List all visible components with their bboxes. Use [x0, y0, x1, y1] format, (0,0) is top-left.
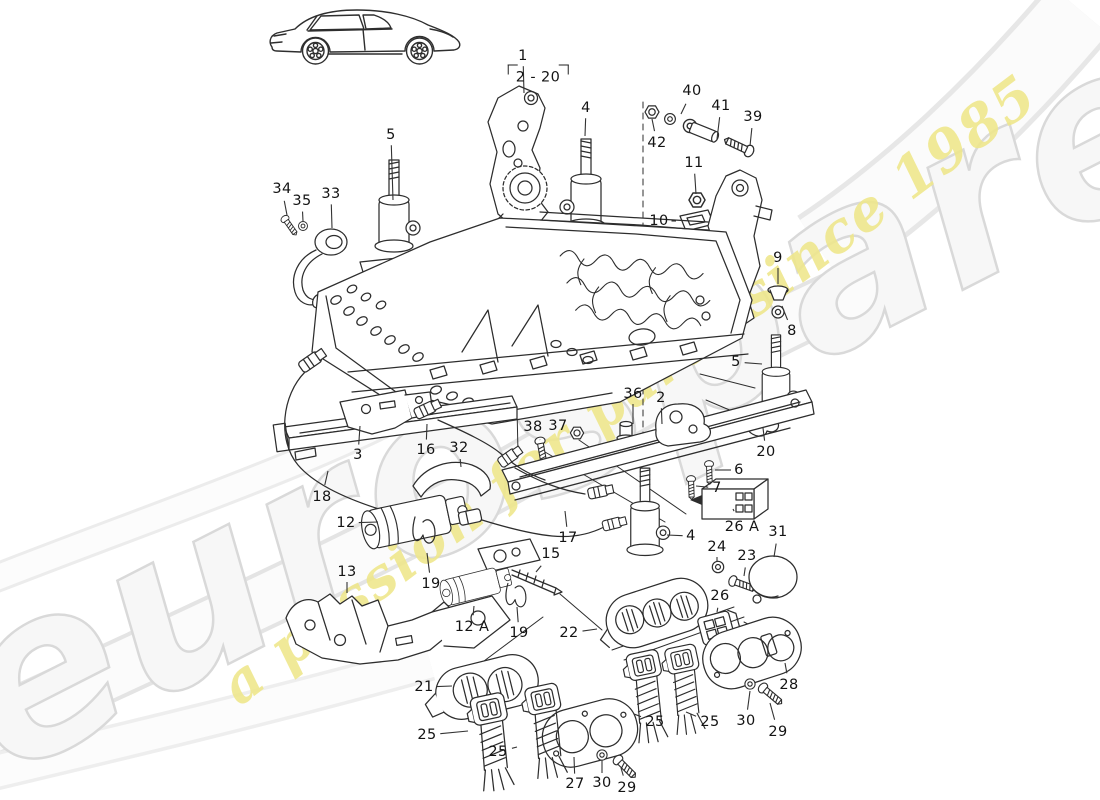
spindle-rod-15 [511, 569, 563, 596]
backrest-bracket-left [447, 85, 549, 251]
seat-motor-12a [437, 538, 563, 608]
seat-pan-frame [311, 211, 753, 466]
height-adjuster-spindle-4-bottom [626, 467, 671, 557]
floor-bracket-13 [285, 593, 511, 665]
height-adjuster-spindle-4 [559, 138, 606, 232]
spindle-5-right-group [744, 285, 801, 437]
front-cross-member [347, 304, 749, 393]
pivot-fastener-set [644, 105, 757, 159]
relay-26a [685, 460, 769, 520]
cover-cap-31 [748, 555, 798, 604]
pan-perforations [330, 284, 711, 416]
switch-plate-27 [541, 698, 639, 768]
car-silhouette-thumbnail [269, 9, 461, 65]
seat-rail-left [272, 389, 518, 461]
switch-bezel-22 [599, 577, 709, 649]
seat-motor-12 [357, 489, 628, 551]
drive-cables [284, 346, 615, 511]
switch-bezel-28 [702, 616, 802, 690]
